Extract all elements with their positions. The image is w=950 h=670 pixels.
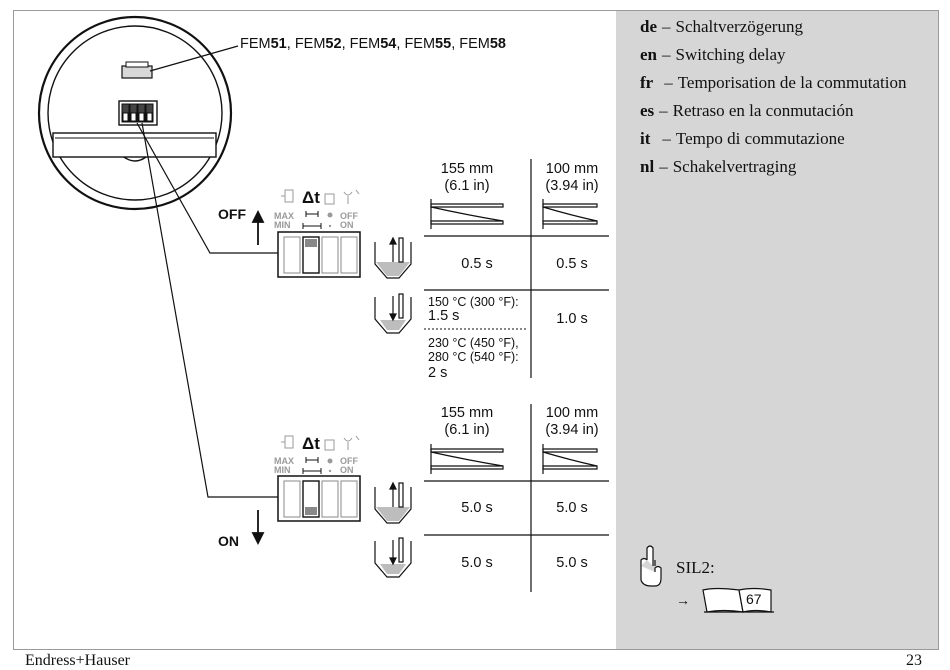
lang-row-es: es–Retraso en la conmutación (640, 101, 854, 120)
on-col1-header: 155 mm(6.1 in) (440, 405, 494, 438)
off-label: OFF (218, 206, 246, 222)
on-small-label-off: ON (340, 220, 354, 230)
lang-row-nl: nl–Schakelvertraging (640, 157, 797, 176)
off-row1-col2: 0.5 s (556, 256, 588, 272)
language-panel (616, 11, 938, 649)
model-list: FEM51, FEM52, FEM54, FEM55, FEM58 (240, 36, 506, 52)
on-col2-header: 100 mm(3.94 in) (545, 405, 599, 438)
on-row2-col2: 5.0 s (556, 555, 588, 571)
min-label-off: MIN (274, 220, 291, 230)
leader-lines (136, 45, 278, 498)
off-row2-col2: 1.0 s (556, 311, 588, 327)
on-row2-col1: 5.0 s (461, 555, 493, 571)
hand-icon (640, 545, 662, 587)
off-row2-col1-a-line2: 1.5 s (428, 308, 460, 324)
off-col1-header: 155 mm(6.1 in) (440, 161, 494, 194)
sil-label: SIL2: (676, 558, 715, 577)
on-row1-col1: 5.0 s (461, 500, 493, 516)
device-housing (37, 15, 233, 211)
off-small-label-off: OFF (340, 211, 358, 221)
dip-switch-off (277, 231, 361, 278)
lang-row-de: de–Schaltverzögerung (640, 17, 803, 36)
on-label: ON (218, 533, 239, 549)
table-grid (424, 159, 609, 592)
delta-t-label-on: Δt (302, 434, 320, 453)
brand-footer: Endress+Hauser (25, 652, 130, 669)
tine-icons (430, 199, 598, 474)
vessel-icons (374, 236, 412, 578)
off-small-label-on: OFF (340, 456, 358, 466)
delta-t-label-off: Δt (302, 188, 320, 207)
page-number: 23 (906, 652, 922, 669)
lang-row-en: en–Switching delay (640, 45, 786, 64)
max-label-off: MAX (274, 211, 294, 221)
off-col2-header: 100 mm(3.94 in) (545, 161, 599, 194)
max-label-on: MAX (274, 456, 294, 466)
off-row2-col1-b-line2: 280 °C (540 °F): (428, 350, 519, 364)
dip-switch-on (277, 475, 361, 522)
delta-t-markers (302, 211, 322, 474)
off-row1-col1: 0.5 s (461, 256, 493, 272)
lang-row-fr: fr–Temporisation de la commutation (640, 73, 907, 92)
switch-function-icons (281, 189, 360, 451)
off-row2-col1-b-line1: 230 °C (450 °F), (428, 336, 519, 350)
off-row2-col1-a-line1: 150 °C (300 °F): (428, 295, 519, 309)
page-reference[interactable]: 67 (746, 591, 762, 607)
book-icon (702, 587, 774, 613)
on-small-label-on: ON (340, 465, 354, 475)
min-label-on: MIN (274, 465, 291, 475)
lang-row-it: it–Tempo di commutazione (640, 129, 845, 148)
on-row1-col2: 5.0 s (556, 500, 588, 516)
off-row2-col1-b-line3: 2 s (428, 365, 448, 381)
arrow-icon: → (676, 592, 690, 608)
